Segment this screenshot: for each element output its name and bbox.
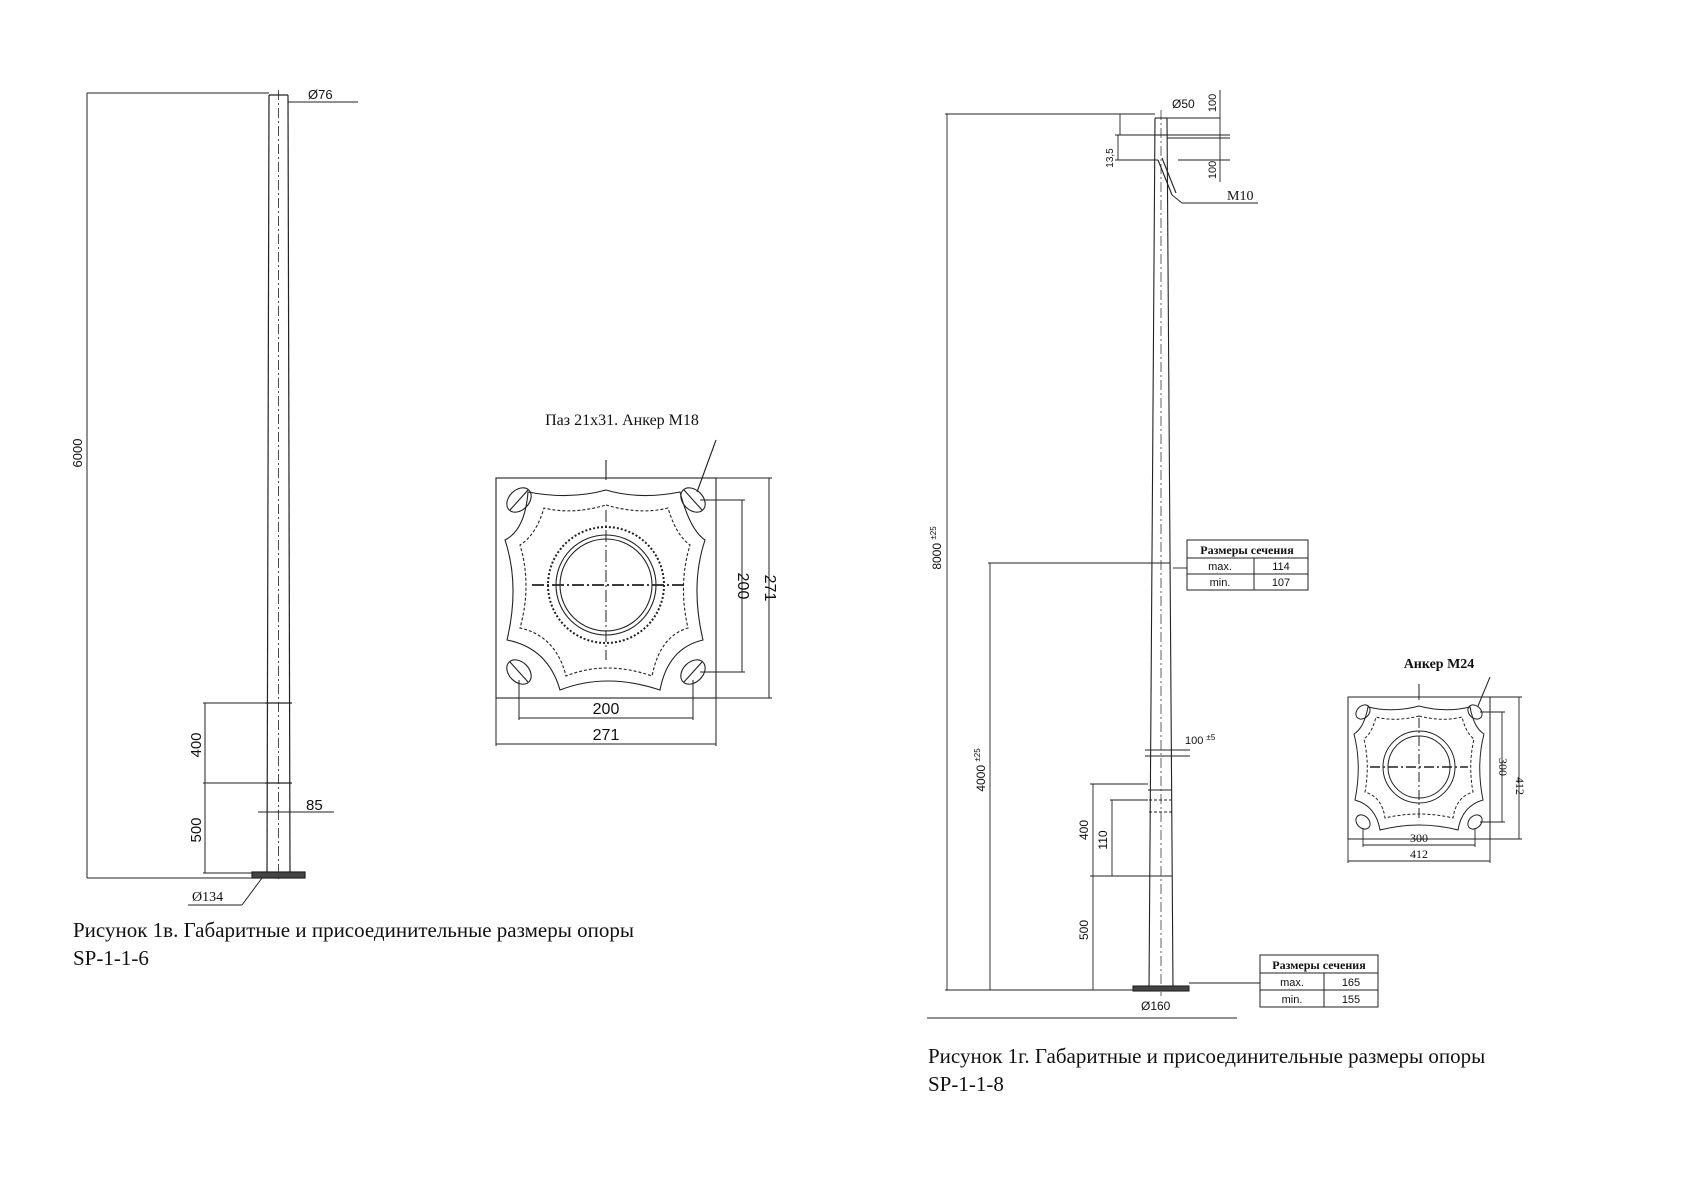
section-table-top-key: max.: [1208, 561, 1232, 573]
pole-right-door-height: 400: [1077, 820, 1091, 840]
pole-right-height-label: 8000 ±25: [929, 526, 944, 570]
section-table-bottom-key: max.: [1280, 977, 1304, 989]
section-table-bottom-key: min.: [1282, 994, 1303, 1006]
caption-right: Рисунок 1г. Габаритные и присоединительн…: [928, 1042, 1628, 1098]
pole-right-top-dim-upper: 100: [1207, 94, 1219, 112]
flange-right-slot: [1355, 814, 1371, 830]
flange-left-inner-h: 200: [593, 701, 620, 718]
pole-right-mid-height-label: 4000 ±25: [973, 748, 988, 792]
caption-left-line1: Рисунок 1в. Габаритные и присоединительн…: [73, 918, 634, 942]
pole-right-height-tol: ±25: [929, 526, 938, 540]
pole-right: [1132, 110, 1190, 996]
flange-left: [495, 439, 717, 699]
flange-left-slot: [506, 487, 532, 513]
flange-right-slot: [1467, 704, 1483, 720]
pole-left: [251, 90, 306, 880]
caption-left: Рисунок 1в. Габаритные и присоединительн…: [73, 916, 753, 972]
pole-right-top-dim-lower: 100: [1207, 161, 1219, 179]
caption-right-line1: Рисунок 1г. Габаритные и присоединительн…: [928, 1044, 1486, 1068]
pole-right-door-width: 110: [1096, 830, 1110, 849]
flange-right-outer-v: 412: [1513, 777, 1527, 795]
flange-right: [1347, 676, 1491, 840]
flange-right-inner-v: 300: [1496, 758, 1510, 776]
flange-right-slot: [1467, 814, 1483, 830]
section-table-bottom: Размеры сечения max. 165 min. 155: [1259, 954, 1379, 1008]
pole-left-door-width: 85: [306, 797, 323, 814]
pole-left-door-offset: 500: [188, 817, 205, 842]
flange-right-slot: [1355, 704, 1371, 720]
caption-right-line2: SP-1-1-8: [928, 1072, 1004, 1096]
pole-right-mid-height-tol: ±25: [973, 748, 982, 762]
pole-left-height-label: 6000: [70, 439, 85, 468]
caption-left-line2: SP-1-1-6: [73, 946, 149, 970]
section-table-top-key: min.: [1210, 577, 1231, 589]
flange-right-dimensions: [1347, 696, 1522, 863]
flange-right-callout: Анкер М24: [1404, 657, 1475, 672]
pole-right-top-diameter: Ø50: [1172, 97, 1195, 111]
section-table-bottom-value: 165: [1342, 977, 1360, 989]
pole-right-top-side-label: 13,5: [1105, 148, 1116, 168]
pole-right-base-diameter: Ø160: [1141, 999, 1171, 1013]
pole-right-dimensions: [927, 90, 1260, 1019]
flange-left-outer-h: 271: [593, 727, 620, 744]
pole-right-mid-height-value: 4000: [974, 765, 988, 792]
pole-right-height-value: 8000: [930, 543, 944, 570]
section-table-bottom-value: 155: [1342, 994, 1360, 1006]
pole-right-mid-dim-label: 100 ±5: [1185, 733, 1216, 747]
pole-right-mid-dim-tol: ±5: [1206, 733, 1215, 742]
section-table-top-header: Размеры сечения: [1200, 543, 1294, 557]
flange-left-outer-v: 271: [761, 575, 778, 602]
flange-left-dimensions: [495, 477, 772, 746]
flange-left-slot: [506, 659, 532, 685]
section-table-top-value: 107: [1272, 577, 1290, 589]
pole-left-door-height: 400: [188, 732, 205, 757]
section-table-top-value: 114: [1272, 561, 1290, 573]
pole-right-mid-dim-value: 100: [1185, 735, 1203, 747]
pole-right-bolt-label: М10: [1227, 189, 1253, 204]
pole-left-top-diameter: Ø76: [308, 87, 333, 102]
section-table-bottom-header: Размеры сечения: [1272, 958, 1366, 972]
flange-right-outer-h: 412: [1410, 847, 1428, 861]
flange-left-callout: Паз 21х31. Анкер М18: [545, 412, 699, 429]
pole-left-base-diameter: Ø134: [192, 890, 223, 905]
flange-left-slot: [680, 659, 706, 685]
flange-right-inner-h: 300: [1410, 831, 1428, 845]
pole-right-door-offset: 500: [1077, 920, 1091, 940]
pole-left-dimensions: [86, 92, 358, 906]
flange-left-inner-v: 200: [734, 573, 751, 600]
section-table-top: Размеры сечения max. 114 min. 107: [1186, 539, 1309, 591]
flange-left-slot: [680, 487, 706, 513]
